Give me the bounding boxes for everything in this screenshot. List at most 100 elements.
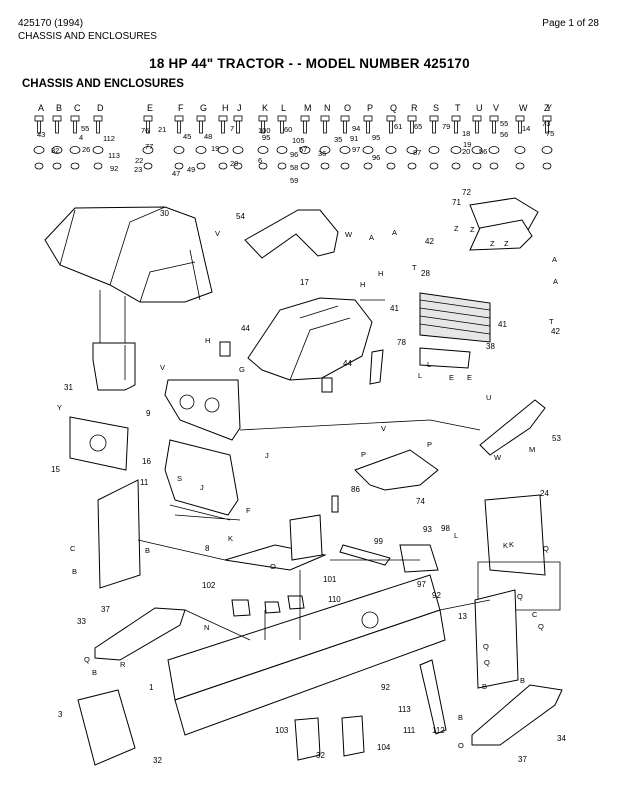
part-callout-112: 112 — [432, 726, 445, 735]
part-callout-1: 1 — [149, 683, 154, 692]
part-callout-113: 113 — [398, 705, 411, 714]
hood-part — [44, 206, 213, 303]
hardware-number-label: 6 — [258, 156, 262, 165]
left-footrest-part — [94, 607, 186, 661]
hardware-item-icon — [217, 115, 229, 170]
hardware-tag-l: L — [418, 371, 422, 380]
right-footrest-part — [471, 684, 563, 746]
hardware-tag-h: H — [205, 336, 210, 345]
front-panel-part — [164, 379, 241, 441]
part-callout-42: 42 — [551, 327, 560, 336]
hardware-tag-g: G — [239, 365, 245, 374]
bracket-part — [92, 342, 136, 391]
hardware-tag-z: Z — [454, 224, 459, 233]
part-callout-32: 32 — [316, 751, 325, 760]
part-callout-41: 41 — [390, 304, 399, 313]
part-callout-38: 38 — [486, 342, 495, 351]
hardware-tag-u: U — [486, 393, 491, 402]
hardware-item-icon — [541, 115, 553, 170]
hardware-item-icon — [69, 115, 81, 170]
hardware-tag-z: Z — [470, 225, 475, 234]
hardware-number-label: 96 — [290, 150, 298, 159]
part-callout-11: 11 — [140, 478, 149, 487]
part-callout-103: 103 — [275, 726, 289, 735]
hardware-number-label: 45 — [183, 132, 191, 141]
part-callout-30: 30 — [160, 209, 169, 218]
section-subtitle: CHASSIS AND ENCLOSURES — [22, 78, 184, 90]
part-callout-16: 16 — [142, 457, 151, 466]
part-callout-3: 3 — [58, 710, 63, 719]
hardware-tag-v: V — [381, 424, 386, 433]
hardware-letter-h: H — [222, 103, 229, 113]
hardware-item-icon — [142, 115, 154, 170]
hardware-letter-j: J — [237, 103, 242, 113]
hardware-tag-c: C — [70, 544, 76, 553]
part-callout-44: 44 — [343, 359, 352, 368]
hardware-tag-b: B — [92, 668, 97, 677]
part-callout-86: 86 — [351, 485, 360, 494]
part-callout-101: 101 — [323, 575, 337, 584]
hardware-item-icon — [299, 115, 311, 170]
hardware-letter-m: M — [304, 103, 312, 113]
hardware-number-label: 58 — [290, 163, 298, 172]
hardware-tag-z: Z — [504, 239, 509, 248]
side-plate-part — [69, 416, 129, 471]
page-title: 18 HP 44" TRACTOR - - MODEL NUMBER 42517… — [149, 56, 470, 71]
hardware-tag-p: P — [427, 440, 432, 449]
hardware-letter-r: R — [411, 103, 418, 113]
part-drawings — [44, 197, 563, 766]
part-callout-111: 111 — [403, 726, 416, 735]
part-callout-110: 110 — [328, 595, 341, 604]
hardware-tag-q: Q — [483, 642, 489, 651]
hardware-number-label: 112 — [103, 134, 115, 143]
part-callout-99: 99 — [374, 537, 383, 546]
hardware-number-label: 97 — [352, 145, 360, 154]
part-callout-102: 102 — [202, 581, 216, 590]
hardware-number-label: 113 — [108, 151, 120, 160]
hardware-number-label: 61 — [394, 122, 402, 131]
hardware-number-label: 95 — [372, 133, 380, 142]
hardware-item-icon — [51, 115, 63, 170]
hardware-tag-k: K — [228, 534, 233, 543]
hardware-letter-f: F — [178, 103, 184, 113]
part-callout-31: 31 — [64, 383, 73, 392]
hardware-icons — [33, 115, 553, 170]
hardware-number-label: 87 — [413, 148, 421, 157]
part-callout-37: 37 — [518, 755, 527, 764]
hardware-letter-v: V — [493, 103, 499, 113]
hardware-tag-j: J — [265, 451, 269, 460]
hardware-item-icon — [257, 115, 269, 170]
hardware-letter-d: D — [97, 103, 104, 113]
hardware-letter-p: P — [367, 103, 373, 113]
hardware-number-label: 21 — [158, 125, 166, 134]
hardware-letter-u: U — [476, 103, 483, 113]
hardware-letter-l: L — [281, 103, 286, 113]
hardware-item-icon — [362, 115, 374, 170]
hardware-tag-h: H — [360, 280, 365, 289]
hardware-letter-c: C — [74, 103, 81, 113]
hardware-tag-c: C — [532, 610, 538, 619]
hardware-tag-a: A — [392, 228, 397, 237]
part-callout-33: 33 — [77, 617, 86, 626]
dash-panel-part — [244, 209, 339, 259]
hardware-tag-q: Q — [484, 658, 490, 667]
hardware-letter-k: K — [262, 103, 268, 113]
hardware-number-label: 79 — [442, 122, 450, 131]
hardware-item-icon — [276, 115, 288, 170]
hardware-tag-t: T — [549, 317, 554, 326]
hardware-letter-o: O — [344, 103, 351, 113]
hardware-letter-t: T — [455, 103, 461, 113]
hardware-number-labels: 4332554261121139276772223214547484972019… — [37, 119, 554, 185]
hardware-number-label: 96 — [372, 153, 380, 162]
hardware-number-label: 57 — [299, 145, 307, 154]
hardware-number-label: 65 — [414, 122, 422, 131]
hardware-tag-y: Y — [57, 403, 62, 412]
part-callout-37: 37 — [101, 605, 110, 614]
hardware-tag-v: V — [160, 363, 165, 372]
part-callout-104: 104 — [377, 743, 391, 752]
part-callout-98: 98 — [441, 524, 450, 533]
support-bar-part — [354, 449, 439, 491]
